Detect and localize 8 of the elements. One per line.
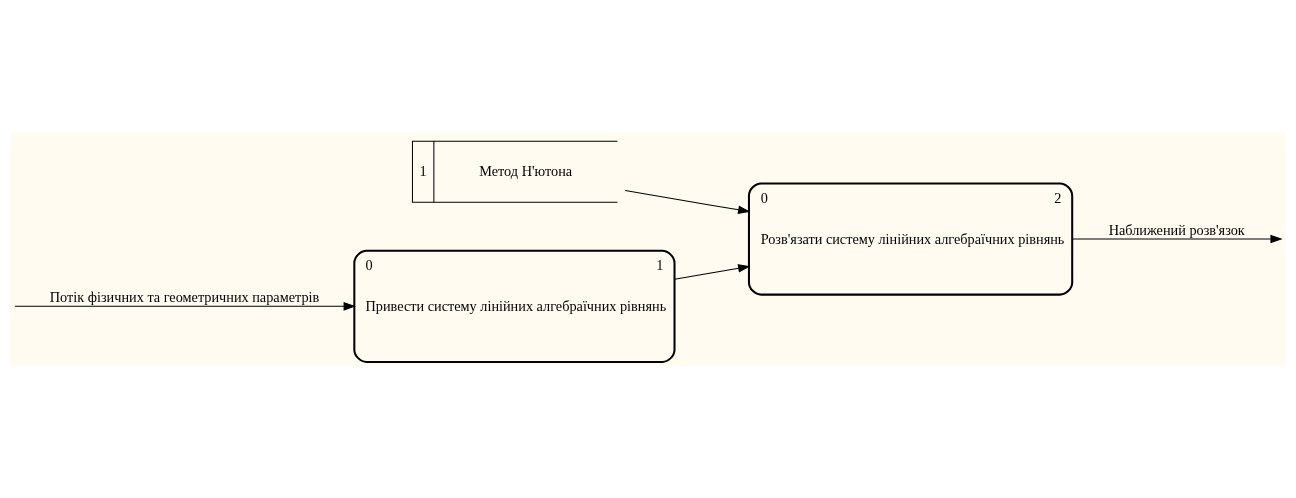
node-box: 0 2 Розв'язати систему лінійних алгебраїчних рівнянь: [747, 181, 1074, 296]
edge-label: Потік фізичних та геометричних параметрів: [49, 288, 320, 305]
edge-label: Наближений розв'язок: [1108, 221, 1245, 238]
arrow: [624, 189, 751, 214]
arrow: [14, 301, 356, 311]
arrow: [674, 263, 751, 280]
arrow: [1071, 234, 1283, 243]
node-box: 0 1 Привести систему лінійних алгебраїчних рівнянь: [353, 249, 676, 363]
